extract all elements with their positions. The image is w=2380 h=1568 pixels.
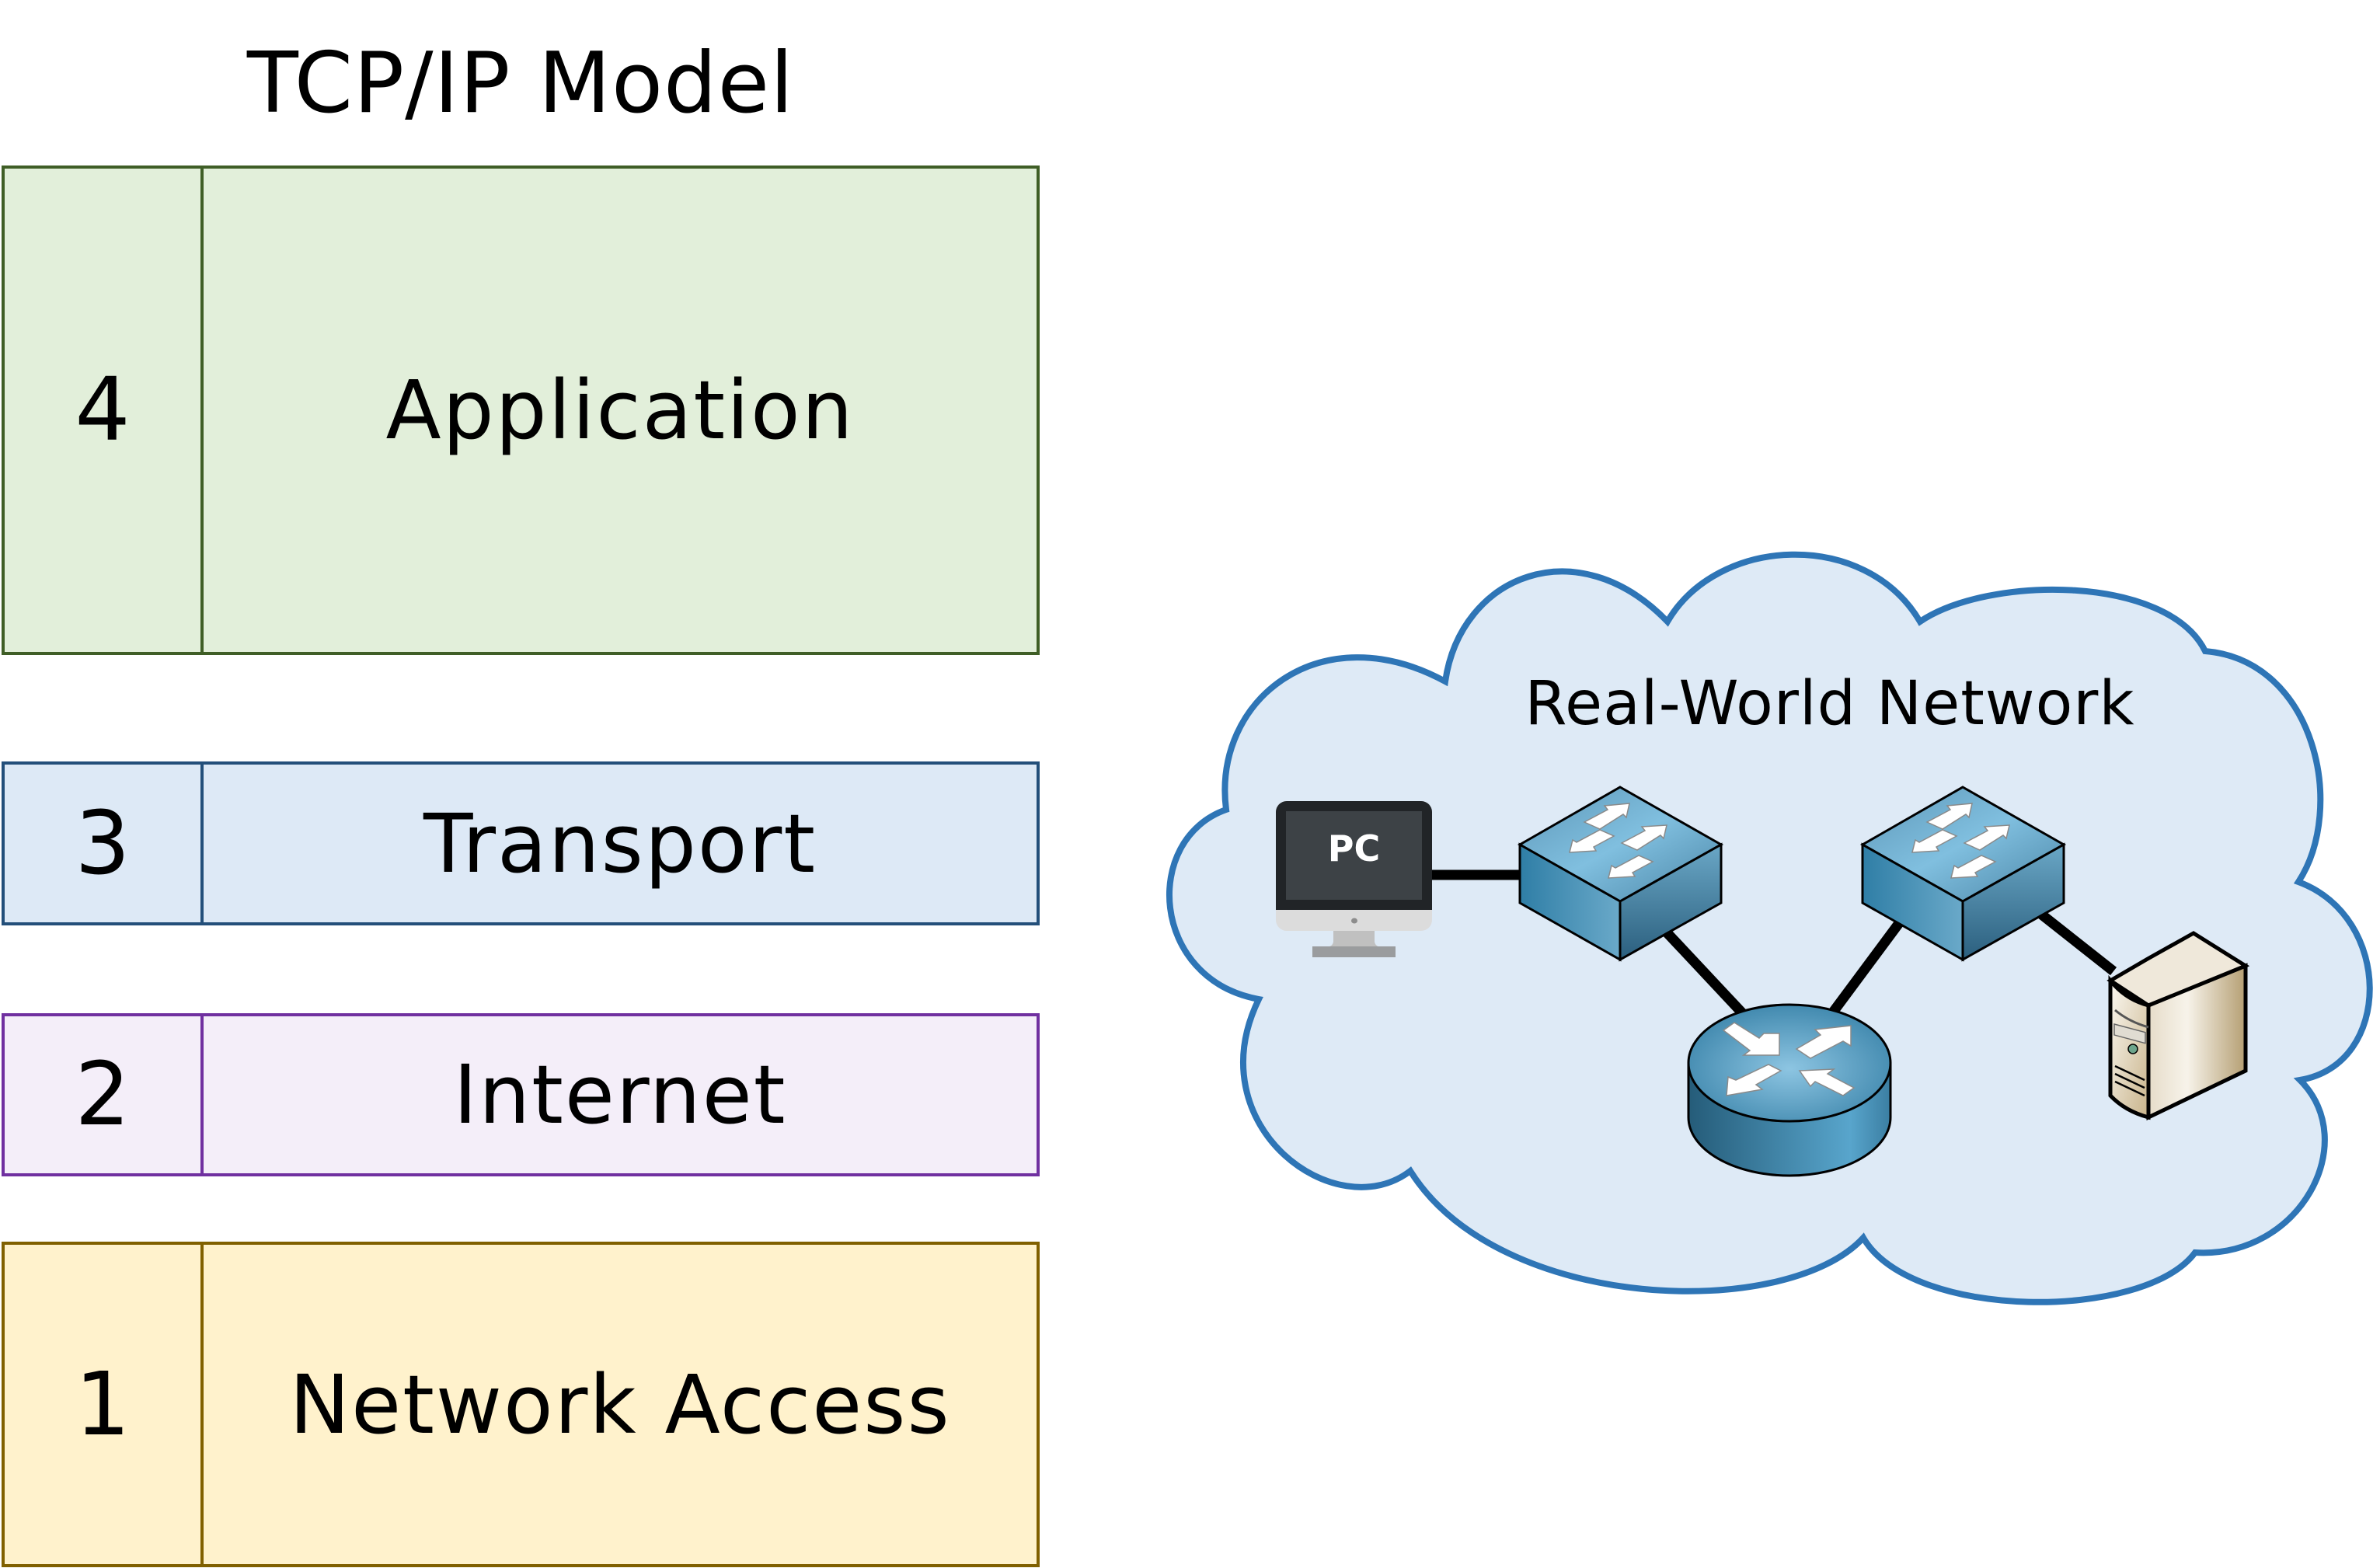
- link-switch2-server: [2036, 908, 2117, 976]
- switch-icon[interactable]: [1859, 786, 2067, 962]
- pc-icon[interactable]: [1276, 801, 1432, 957]
- links: [1432, 869, 2117, 1023]
- link-switch1-router: [1663, 929, 1752, 1023]
- layer-number: 1: [5, 1245, 204, 1564]
- cloud-shape: [1166, 551, 2373, 1305]
- layer-number: 4: [5, 169, 204, 652]
- layer-transport: 3 Transport: [2, 761, 1040, 925]
- router-icon[interactable]: [1687, 1003, 1892, 1177]
- layer-number: 2: [5, 1016, 204, 1173]
- network-title: Real-World Network: [1525, 669, 2135, 739]
- pc-label: PC: [1327, 828, 1381, 869]
- layer-name: Internet: [453, 1047, 787, 1142]
- link-router-switch2: [1825, 914, 1908, 1019]
- model-title: TCP/IP Model: [246, 35, 795, 132]
- layer-number: 3: [5, 765, 204, 922]
- server-icon[interactable]: [2106, 931, 2250, 1120]
- layer-internet: 2 Internet: [2, 1013, 1040, 1176]
- layer-network-access: 1 Network Access: [2, 1242, 1040, 1567]
- layer-application: 4 Application: [2, 166, 1040, 655]
- layer-name: Application: [385, 363, 855, 458]
- switch-icon[interactable]: [1517, 786, 1724, 962]
- layer-name: Transport: [423, 796, 817, 891]
- layer-name: Network Access: [289, 1357, 951, 1452]
